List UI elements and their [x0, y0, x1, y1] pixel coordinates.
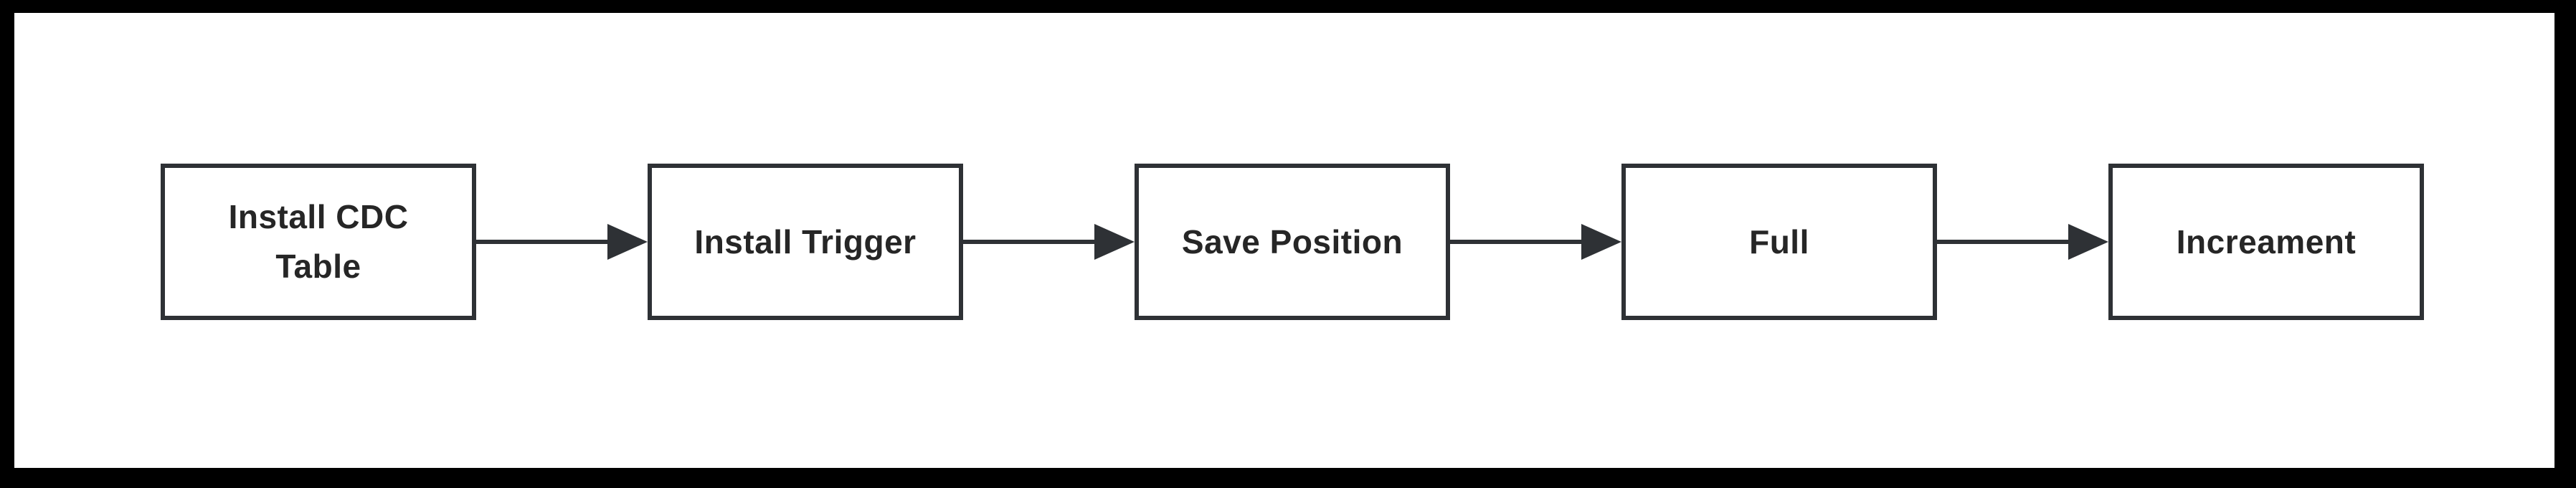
arrow-head-icon	[607, 224, 648, 260]
arrow-line	[1450, 240, 1583, 244]
arrow-line	[476, 240, 609, 244]
arrow-head-icon	[2068, 224, 2108, 260]
node-label-save-position: Save Position	[1181, 222, 1403, 261]
node-increament: Increament	[2108, 164, 2424, 320]
node-label-install-trigger: Install Trigger	[694, 222, 917, 261]
node-install-trigger: Install Trigger	[648, 164, 963, 320]
arrow-line	[1937, 240, 2070, 244]
node-label-increament: Increament	[2176, 222, 2357, 261]
node-full: Full	[1621, 164, 1937, 320]
flow-arrow-4	[1937, 164, 2108, 320]
node-save-position: Save Position	[1135, 164, 1450, 320]
arrow-line	[963, 240, 1096, 244]
flowchart: Install CDC Table Install Trigger Save P…	[161, 164, 2424, 320]
arrow-head-icon	[1581, 224, 1621, 260]
node-install-cdc-table: Install CDC Table	[161, 164, 476, 320]
flow-arrow-2	[963, 164, 1135, 320]
flow-arrow-1	[476, 164, 648, 320]
node-label-full: Full	[1749, 222, 1809, 261]
flow-arrow-3	[1450, 164, 1621, 320]
diagram-canvas: Install CDC Table Install Trigger Save P…	[14, 13, 2554, 468]
node-label-install-cdc-table: Install CDC Table	[228, 198, 409, 285]
arrow-head-icon	[1094, 224, 1135, 260]
